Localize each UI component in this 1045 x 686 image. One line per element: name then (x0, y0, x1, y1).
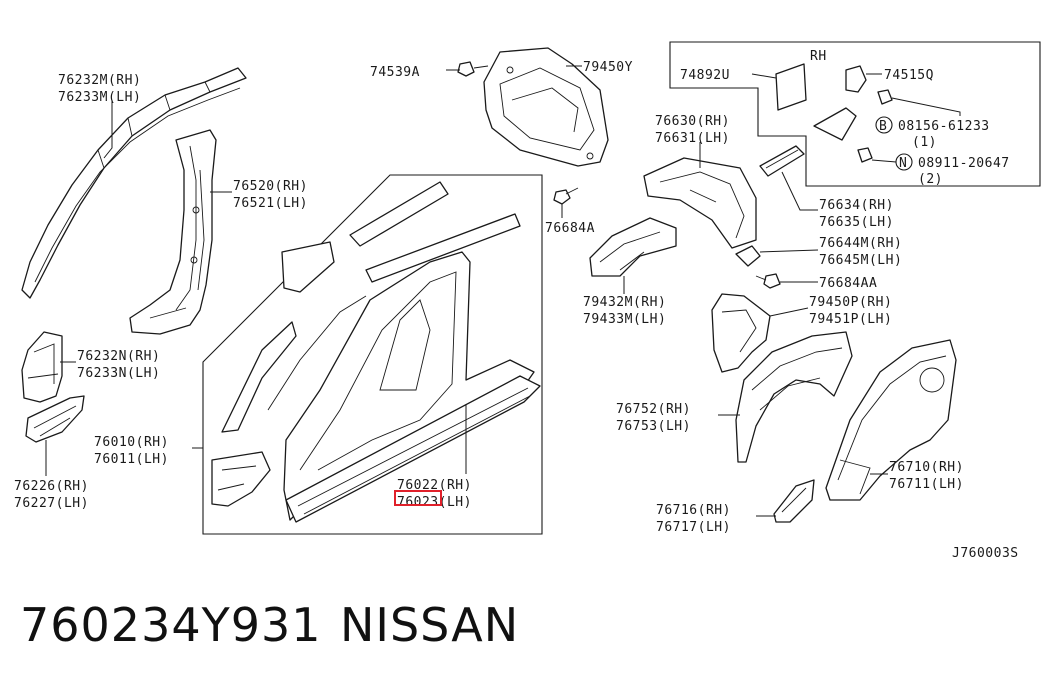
body-side-assembly-frame (202, 174, 543, 535)
part-body-side-outer (211, 181, 541, 523)
label-76520-rh: 76520(RH) (233, 179, 308, 194)
part-bracket-79450p (711, 293, 771, 373)
label-76684a: 76684A (545, 221, 595, 236)
part-roof-rail-76232m (21, 67, 247, 299)
label-76634-rh: 76634(RH) (819, 198, 894, 213)
part-clip-74539a (457, 61, 489, 77)
part-bolt-76684aa (755, 273, 781, 289)
label-08156-qty: (1) (912, 135, 937, 150)
label-76232m-rh: 76232M(RH) (58, 73, 141, 88)
label-76011-lh: 76011(LH) (94, 452, 169, 467)
label-76752-rh: 76752(RH) (616, 402, 691, 417)
label-76227-lh: 76227(LH) (14, 496, 89, 511)
label-74892u: 74892U (680, 68, 730, 83)
part-strip-76634 (759, 145, 805, 177)
label-74539a: 74539A (370, 65, 420, 80)
label-76233n-lh: 76233N(LH) (77, 366, 160, 381)
n-symbol-circle (895, 153, 913, 171)
part-clip-76644m (735, 245, 761, 267)
label-79450p-rh: 79450P(RH) (809, 295, 892, 310)
label-76710-rh: 76710(RH) (889, 460, 964, 475)
label-76010-rh: 76010(RH) (94, 435, 169, 450)
part-bracket-79432m (589, 217, 677, 277)
label-n-symbol: N (899, 156, 907, 171)
label-08911-qty: (2) (918, 172, 943, 187)
label-rh: RH (810, 49, 827, 64)
part-seal-74892u (775, 63, 807, 111)
diagram-code: J760003S (952, 546, 1019, 561)
part-wheelhouse-76752 (735, 331, 853, 463)
brand-name: NISSAN (340, 598, 520, 652)
label-76631-lh: 76631(LH) (655, 131, 730, 146)
part-center-pillar-76520 (129, 129, 217, 335)
label-74515q: 74515Q (884, 68, 934, 83)
label-08156-61233: 08156-61233 (898, 119, 990, 134)
part-bolt-76684a (553, 187, 579, 205)
b-symbol-circle (875, 116, 893, 134)
label-08911-20647: 08911-20647 (918, 156, 1010, 171)
label-76711-lh: 76711(LH) (889, 477, 964, 492)
label-76716-rh: 76716(RH) (656, 503, 731, 518)
label-76635-lh: 76635(LH) (819, 215, 894, 230)
label-b-symbol: B (879, 119, 887, 134)
label-76022-rh: 76022(RH) (397, 478, 472, 493)
label-76233m-lh: 76233M(LH) (58, 90, 141, 105)
part-reinforcement-76226 (25, 395, 85, 443)
label-76521-lh: 76521(LH) (233, 196, 308, 211)
label-76226-rh: 76226(RH) (14, 479, 89, 494)
part-wheelhouse-76710 (825, 339, 957, 501)
part-bracket-76232n (21, 331, 63, 403)
label-79433m-lh: 79433M(LH) (583, 312, 666, 327)
label-79432m-rh: 79432M(RH) (583, 295, 666, 310)
part-bracket-74515q (813, 65, 867, 141)
label-79450y: 79450Y (583, 60, 633, 75)
label-76717-lh: 76717(LH) (656, 520, 731, 535)
part-panel-79450y (483, 47, 609, 167)
label-76023-lh: 76023(LH) (397, 495, 472, 510)
label-76753-lh: 76753(LH) (616, 419, 691, 434)
part-nut-08911 (857, 147, 873, 163)
part-bracket-76716 (773, 479, 815, 523)
label-76645m-lh: 76645M(LH) (819, 253, 902, 268)
part-bolt-08156 (877, 89, 893, 105)
label-76644m-rh: 76644M(RH) (819, 236, 902, 251)
rh-inset-frame (669, 41, 1041, 187)
label-79451p-lh: 79451P(LH) (809, 312, 892, 327)
highlight-box (394, 490, 442, 506)
label-76684aa: 76684AA (819, 276, 877, 291)
label-76630-rh: 76630(RH) (655, 114, 730, 129)
part-rear-pillar-76630 (643, 157, 757, 249)
label-76232n-rh: 76232N(RH) (77, 349, 160, 364)
part-number: 760234Y931 (20, 598, 322, 652)
